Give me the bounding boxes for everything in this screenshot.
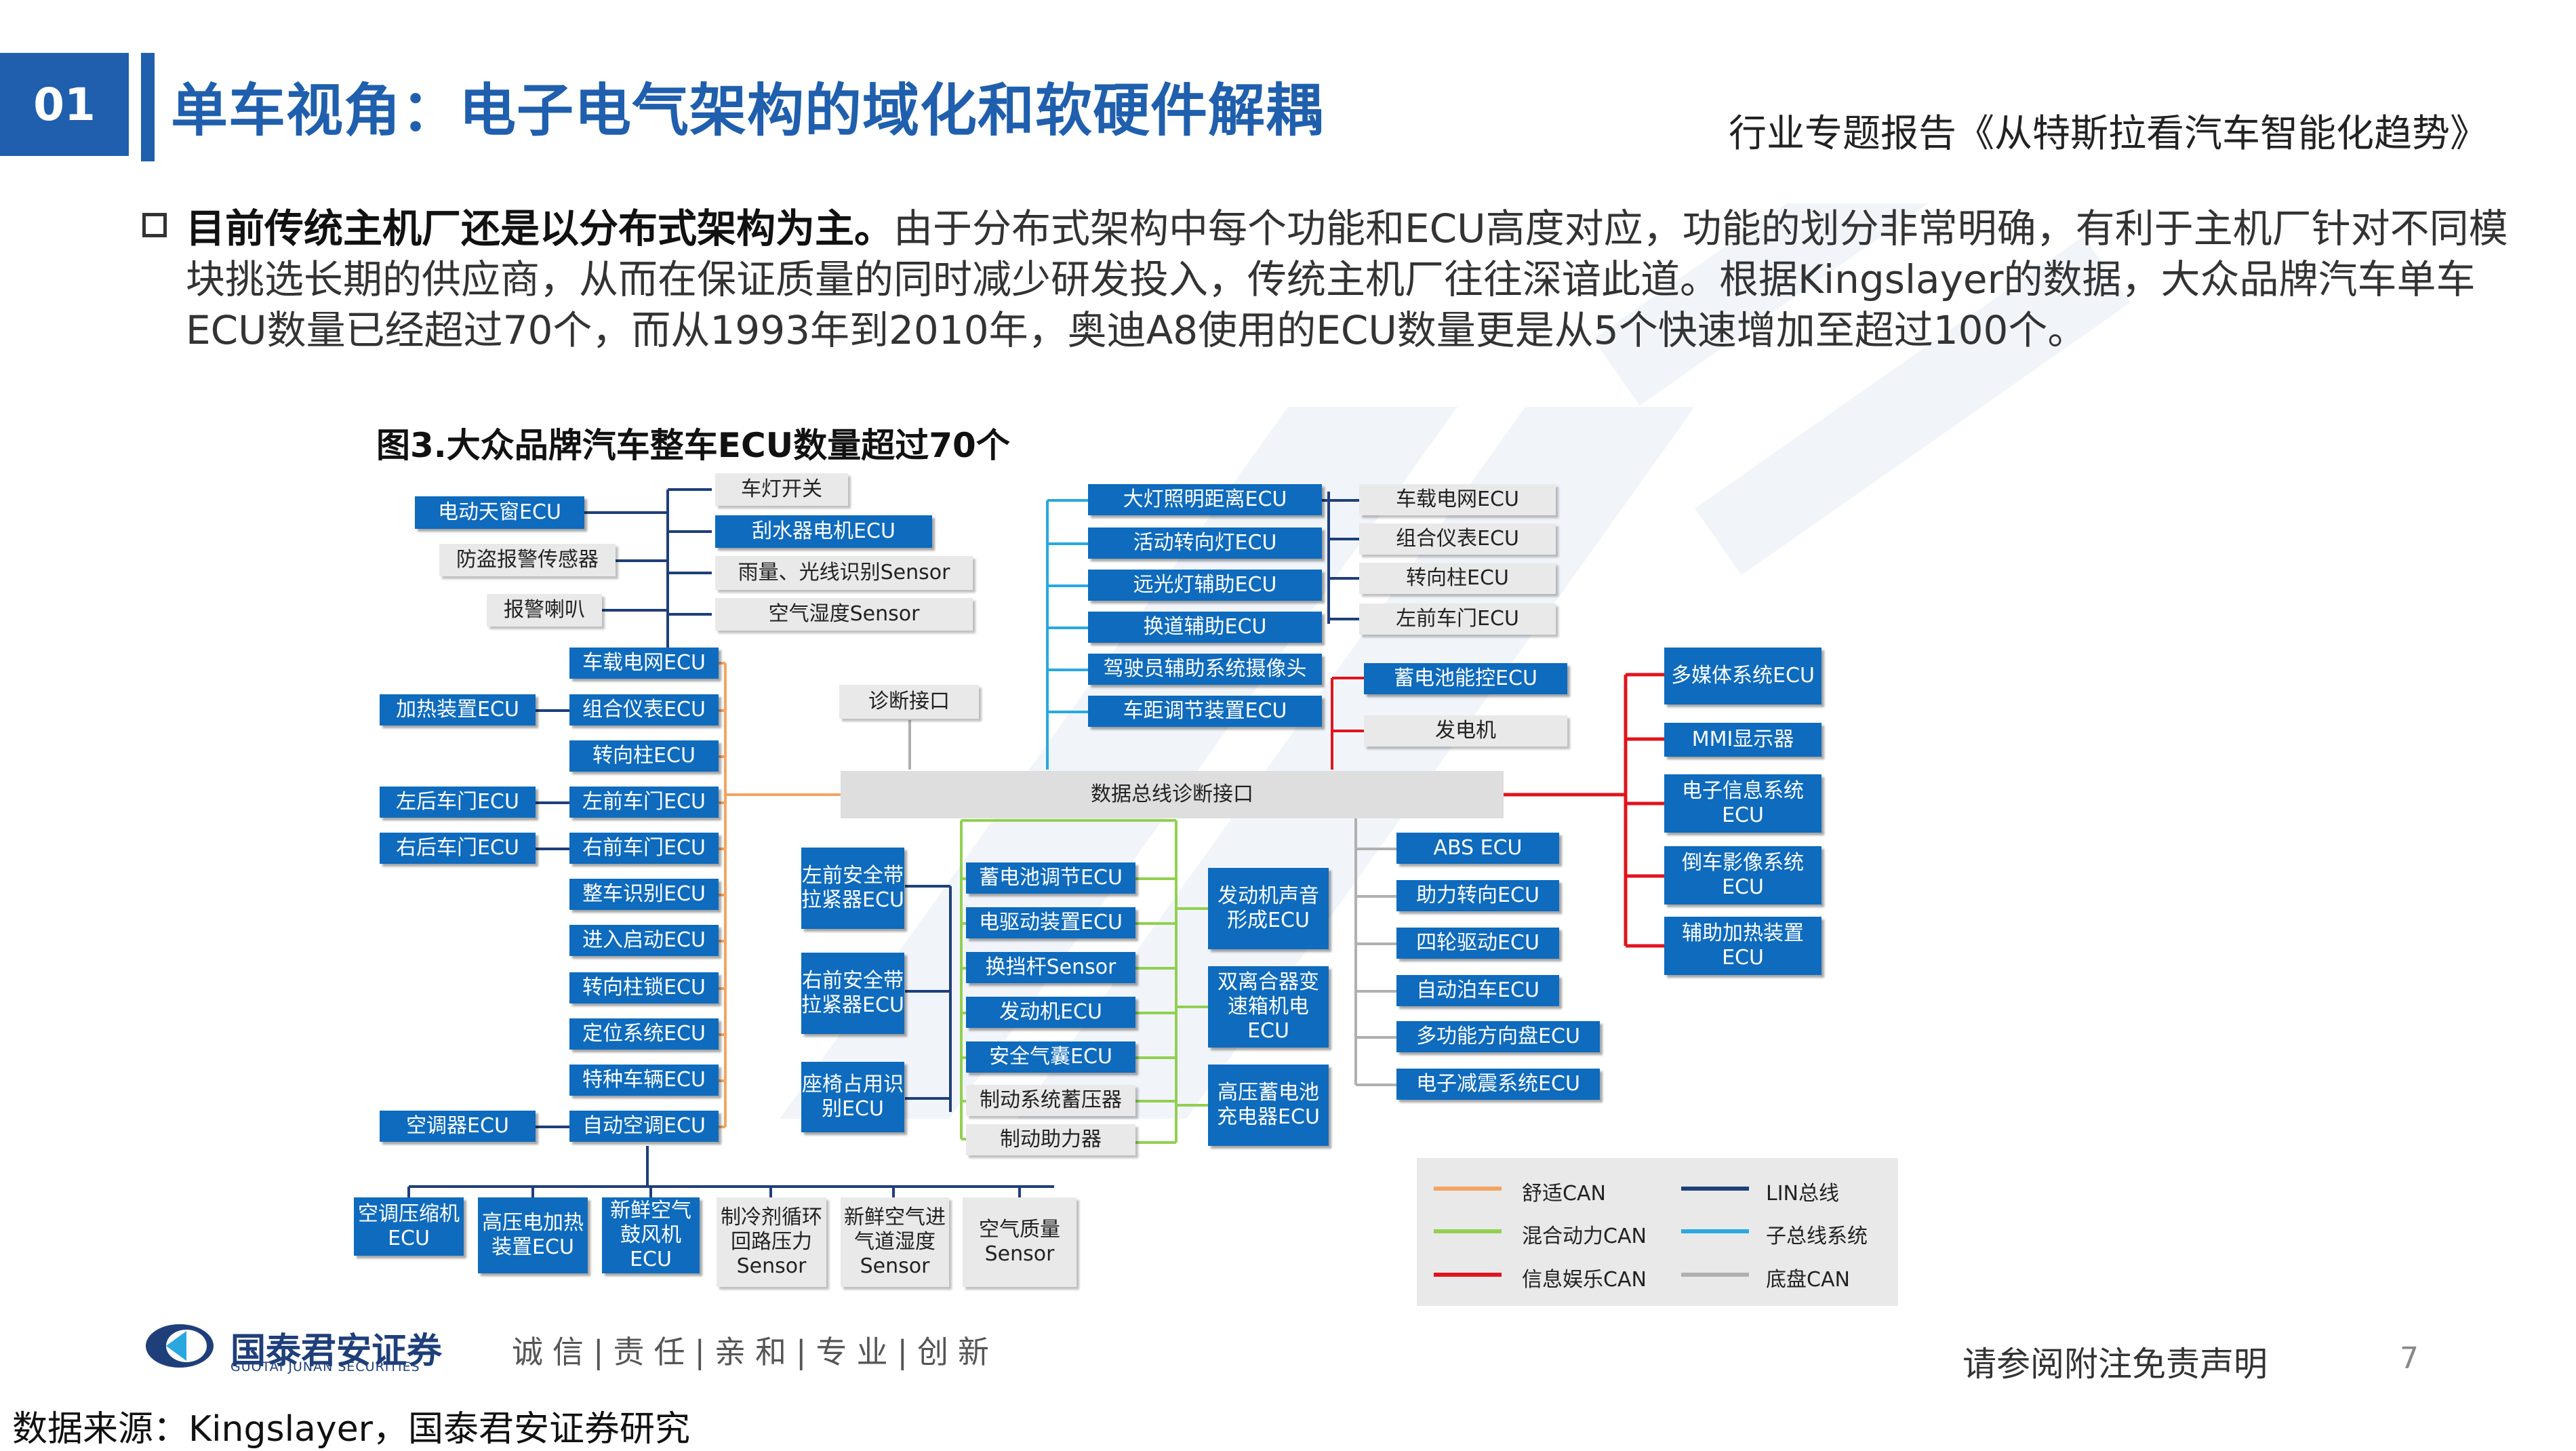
company-slogan: 诚信|责任|亲和|专业|创新 <box>512 1334 999 1370</box>
front-left-belt-tensioner-ecu-box: 左前安全带拉紧器ECU <box>801 848 904 929</box>
infotain-ecu-3: 倒车影像系统ECU <box>1664 846 1822 905</box>
left-col-ecu-3: 左前车门ECU <box>569 787 719 818</box>
top-right-ecu-0: 车载电网ECU <box>1359 484 1556 515</box>
company-logo-icon <box>146 1324 214 1368</box>
rain-light-sensor-box: 雨量、光线识别Sensor <box>715 556 973 590</box>
chassis-ecu-3: 自动泊车ECU <box>1396 975 1559 1006</box>
bullet-paragraph: 目前传统主机厂还是以分布式架构为主。由于分布式架构中每个功能和ECU高度对应，功… <box>142 203 2515 356</box>
battery-regulation-ecu-box: 蓄电池调节ECU <box>966 862 1135 894</box>
bullet-bold-text: 目前传统主机厂还是以分布式架构为主。 <box>186 205 894 252</box>
humidity-sensor-box: 空气湿度Sensor <box>715 598 973 631</box>
top-mid-ecu-4: 驾驶员辅助系统摄像头 <box>1088 654 1322 685</box>
left-col-ecu-7: 转向柱锁ECU <box>569 972 719 1003</box>
top-mid-ecu-1: 活动转向灯ECU <box>1088 528 1322 559</box>
air-quality-sensor-box: 空气质量Sensor <box>963 1197 1076 1287</box>
data-bus-diagnostic-interface: 数据总线诊断接口 <box>841 771 1504 818</box>
legend-label-1: LIN总线 <box>1766 1182 1840 1206</box>
chassis-ecu-1: 助力转向ECU <box>1396 880 1559 911</box>
legend: 舒适CAN LIN总线 混合动力CAN 子总线系统 信息娱乐CAN 底盘CAN <box>1417 1158 1898 1306</box>
left-col-ecu-5: 整车识别ECU <box>569 879 719 910</box>
top-right-ecu-2: 转向柱ECU <box>1359 563 1556 594</box>
alarm-horn-box: 报警喇叭 <box>487 594 602 627</box>
infotain-ecu-1: MMI显示器 <box>1664 723 1822 757</box>
engine-ecu-box: 发动机ECU <box>966 997 1135 1028</box>
bullet-body-text: 由于分布式架构中每个功能和ECU高度对应，功能的划分非常明确，有利于主机厂针对不… <box>186 205 2508 353</box>
chassis-ecu-2: 四轮驱动ECU <box>1396 928 1559 959</box>
left-col-ecu-6: 进入启动ECU <box>569 925 719 956</box>
data-source: 数据来源：Kingslayer，国泰君安证券研究 <box>12 1409 691 1450</box>
company-name: 国泰君安证券 <box>230 1331 443 1372</box>
wiper-motor-ecu-box: 刮水器电机ECU <box>715 515 932 548</box>
legend-label-2: 混合动力CAN <box>1522 1225 1647 1248</box>
top-mid-ecu-2: 远光灯辅助ECU <box>1088 570 1322 601</box>
disclaimer: 请参阅附注免责声明 <box>1963 1345 2268 1384</box>
section-number: 01 <box>0 53 129 156</box>
rear-left-door-ecu-box: 左后车门ECU <box>380 787 536 818</box>
top-mid-ecu-3: 换道辅助ECU <box>1088 612 1322 643</box>
legend-swatches <box>1434 1187 1749 1277</box>
refrigerant-pressure-sensor-box: 制冷剂循环回路压力Sensor <box>717 1197 826 1287</box>
sunroof-ecu-box: 电动天窗ECU <box>415 496 584 529</box>
left-col-ecu-1: 组合仪表ECU <box>569 694 719 726</box>
chassis-ecu-0: ABS ECU <box>1396 833 1559 864</box>
ac-ecu-box: 空调器ECU <box>380 1111 536 1142</box>
intake-humidity-sensor-box: 新鲜空气进气道湿度Sensor <box>841 1197 949 1287</box>
generator-box: 发电机 <box>1364 715 1567 747</box>
ac-compressor-ecu-box: 空调压缩机ECU <box>354 1197 464 1256</box>
engine-sound-ecu-box: 发动机声音形成ECU <box>1208 868 1329 949</box>
legend-label-5: 底盘CAN <box>1766 1268 1850 1292</box>
hv-heater-ecu-box: 高压电加热装置ECU <box>478 1197 588 1273</box>
hv-battery-charger-ecu-box: 高压蓄电池充电器ECU <box>1208 1065 1329 1146</box>
header-accent-bar <box>141 53 155 161</box>
lamp-switch-box: 车灯开关 <box>715 473 848 506</box>
legend-label-0: 舒适CAN <box>1522 1182 1606 1206</box>
legend-label-3: 子总线系统 <box>1766 1225 1868 1248</box>
company-name-en: GUOTAI JUNAN SECURITIES <box>230 1359 420 1374</box>
bullet-square-icon <box>142 213 167 237</box>
infotain-ecu-4: 辅助加热装置ECU <box>1664 917 1822 975</box>
left-col-ecu-4: 右前车门ECU <box>569 833 719 864</box>
top-right-ecu-3: 左前车门ECU <box>1359 603 1556 635</box>
chassis-ecu-4: 多功能方向盘ECU <box>1396 1021 1600 1052</box>
diagnostic-port-box: 诊断接口 <box>839 685 979 719</box>
report-title: 行业专题报告《从特斯拉看汽车智能化趋势》 <box>1729 112 2488 156</box>
left-col-ecu-10: 自动空调ECU <box>569 1111 719 1142</box>
left-col-ecu-2: 转向柱ECU <box>569 740 719 772</box>
airbag-ecu-box: 安全气囊ECU <box>966 1041 1135 1073</box>
top-right-ecu-1: 组合仪表ECU <box>1359 523 1556 555</box>
page-title: 单车视角：电子电气架构的域化和软硬件解耦 <box>171 77 1324 144</box>
battery-energy-ecu-box: 蓄电池能控ECU <box>1364 663 1567 694</box>
seat-occupancy-ecu-box: 座椅占用识别ECU <box>801 1062 904 1132</box>
infotain-ecu-0: 多媒体系统ECU <box>1664 648 1822 704</box>
fresh-air-blower-ecu-box: 新鲜空气鼓风机ECU <box>602 1197 700 1273</box>
brake-accumulator-box: 制动系统蓄压器 <box>966 1085 1135 1116</box>
rear-right-door-ecu-box: 右后车门ECU <box>380 833 536 864</box>
top-mid-ecu-0: 大灯照明距离ECU <box>1088 484 1322 515</box>
front-right-belt-tensioner-ecu-box: 右前安全带拉紧器ECU <box>801 953 904 1034</box>
anti-theft-sensor-box: 防盗报警传感器 <box>439 544 616 576</box>
left-col-ecu-8: 定位系统ECU <box>569 1018 719 1050</box>
brake-booster-box: 制动助力器 <box>966 1124 1135 1155</box>
gear-lever-sensor-box: 换挡杆Sensor <box>966 952 1135 983</box>
heater-ecu-box: 加热装置ECU <box>380 694 536 726</box>
left-col-ecu-9: 特种车辆ECU <box>569 1065 719 1096</box>
infotain-ecu-2: 电子信息系统ECU <box>1664 774 1822 833</box>
top-mid-ecu-5: 车距调节装置ECU <box>1088 696 1322 727</box>
left-col-ecu-0: 车载电网ECU <box>569 648 719 679</box>
electric-drive-ecu-box: 电驱动装置ECU <box>966 907 1135 938</box>
legend-label-4: 信息娱乐CAN <box>1522 1268 1647 1292</box>
page-number: 7 <box>2400 1341 2419 1376</box>
dual-clutch-ecu-box: 双离合器变速箱机电ECU <box>1208 966 1329 1048</box>
figure-title: 图3.大众品牌汽车整车ECU数量超过70个 <box>376 426 1010 465</box>
chassis-ecu-5: 电子减震系统ECU <box>1396 1069 1600 1100</box>
